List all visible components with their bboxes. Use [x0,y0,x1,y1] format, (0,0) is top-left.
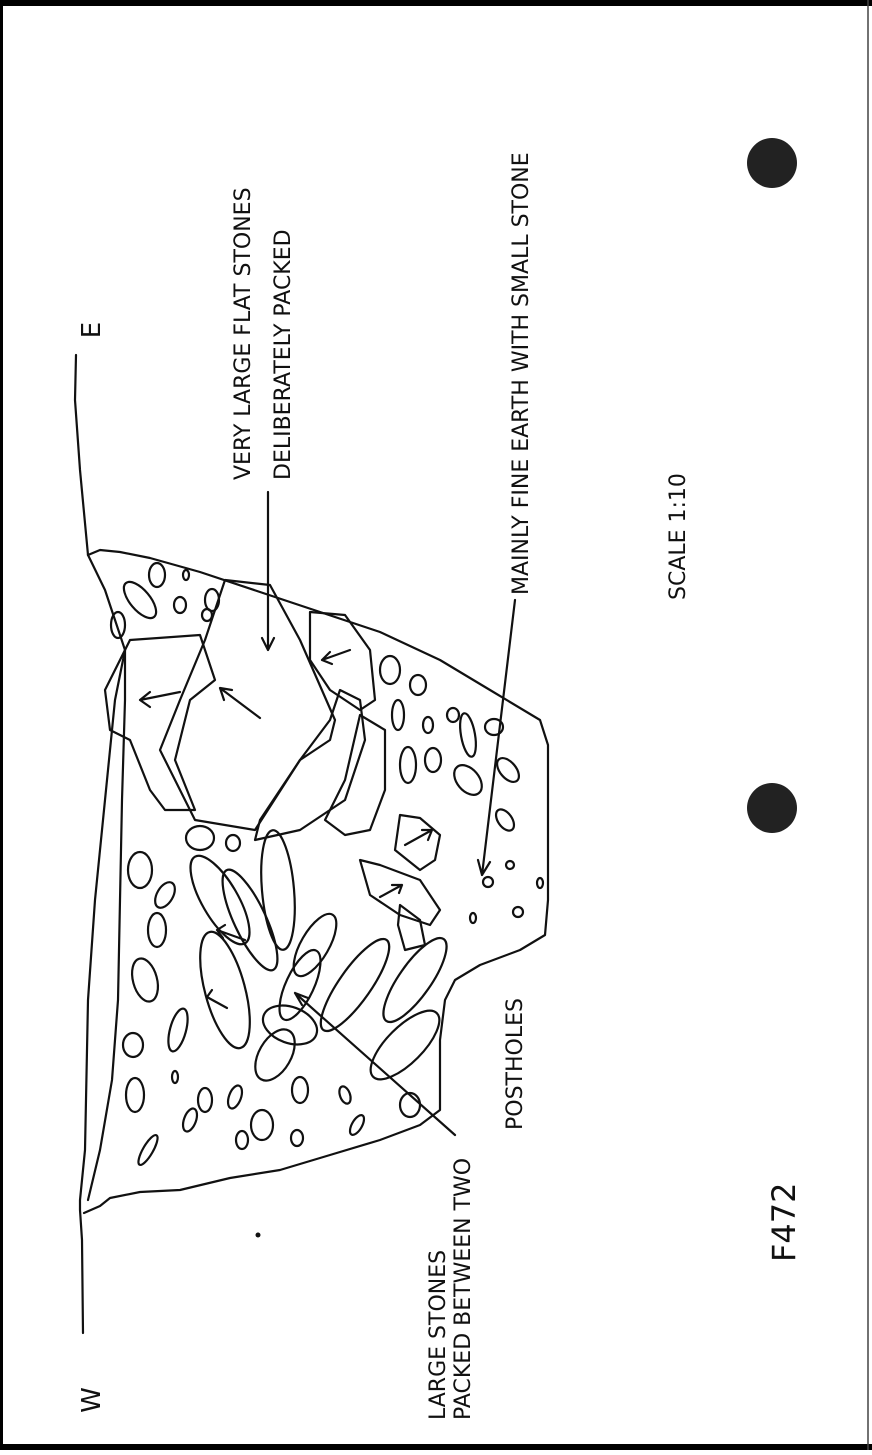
flat-stones-label-line2: DELIBERATELY PACKED [271,229,296,480]
ground-surface-line [73,353,127,1335]
fine-earth-label: MAINLY FINE EARTH WITH SMALL STONE [509,152,534,595]
scale-label: SCALE 1:10 [666,473,691,600]
punch-hole-middle [747,783,797,833]
large-stones-label-line3: POSTHOLES [503,998,528,1130]
punch-hole-top [747,138,797,188]
small-stones [109,561,545,1167]
packed-stones [189,813,448,1082]
leader-lines [260,490,517,1137]
large-flat-stones [103,578,387,842]
figure-id: F472 [765,1183,803,1262]
stray-mark [255,1232,261,1238]
stone-direction-arrows [138,648,434,1010]
large-stones-label-line2: PACKED BETWEEN TWO [451,1158,476,1420]
pit-west-edge [86,553,127,1202]
east-label: E [77,322,107,338]
surface-east [82,548,550,1215]
west-label: W [77,1387,107,1413]
flat-stones-label-line1: VERY LARGE FLAT STONES [231,187,256,480]
large-stones-label-line1: LARGE STONES [426,1250,451,1420]
